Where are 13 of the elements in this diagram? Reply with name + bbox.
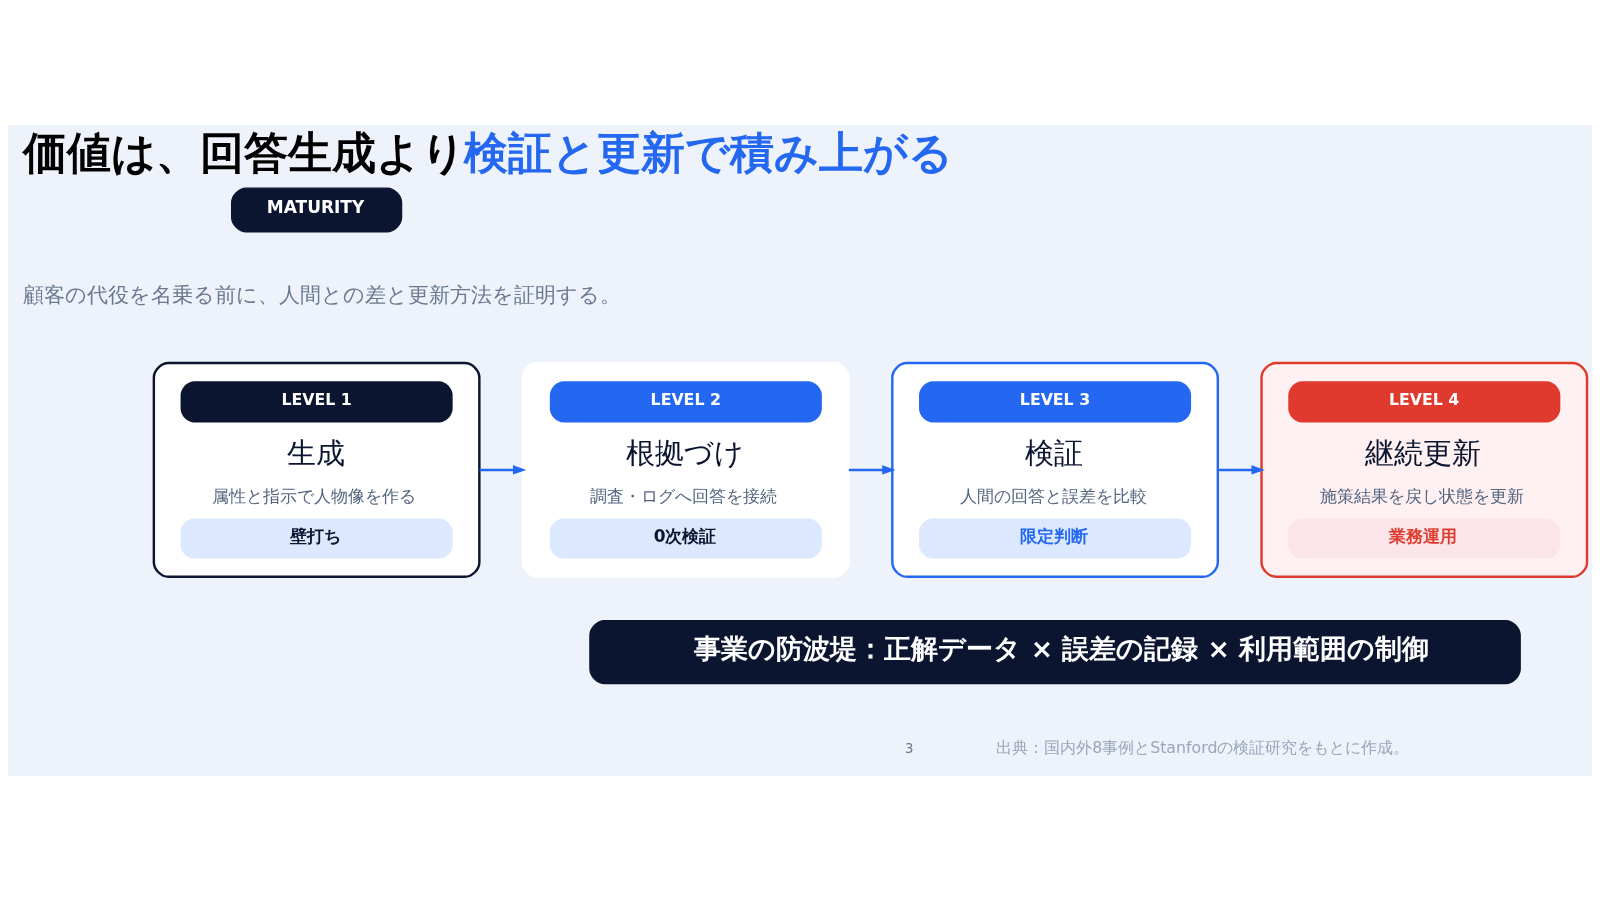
label: 顧客の代役を名乗る前に、人間との差と更新方法を証明する。: [22, 282, 621, 307]
diagram-title: 価値は、回答生成より検証と更新で積み上がる: [22, 126, 953, 178]
node-box: 事業の防波堤：正解データ × 誤差の記録 × 利用範囲の制御: [589, 619, 1521, 684]
caption: 出典：国内外8事例とStanfordの検証研究をもとに作成。: [996, 737, 1410, 757]
arrow: [848, 464, 896, 475]
label: 3: [905, 740, 914, 756]
node-box: LEVEL 4 継続更新 施策結果を戻し状態を更新 業務運用: [1260, 361, 1589, 578]
node-box: LEVEL 3 検証 人間の回答と誤差を比較 限定判断: [891, 361, 1220, 578]
arrow: [479, 464, 527, 475]
node-box: LEVEL 1 生成 属性と指示で人物像を作る 壁打ち: [152, 361, 481, 578]
arrow: [1218, 464, 1265, 475]
node-box: LEVEL 2 根拠づけ 調査・ログへ回答を接続 0次検証: [521, 361, 850, 578]
label: MATURITY: [266, 196, 365, 217]
